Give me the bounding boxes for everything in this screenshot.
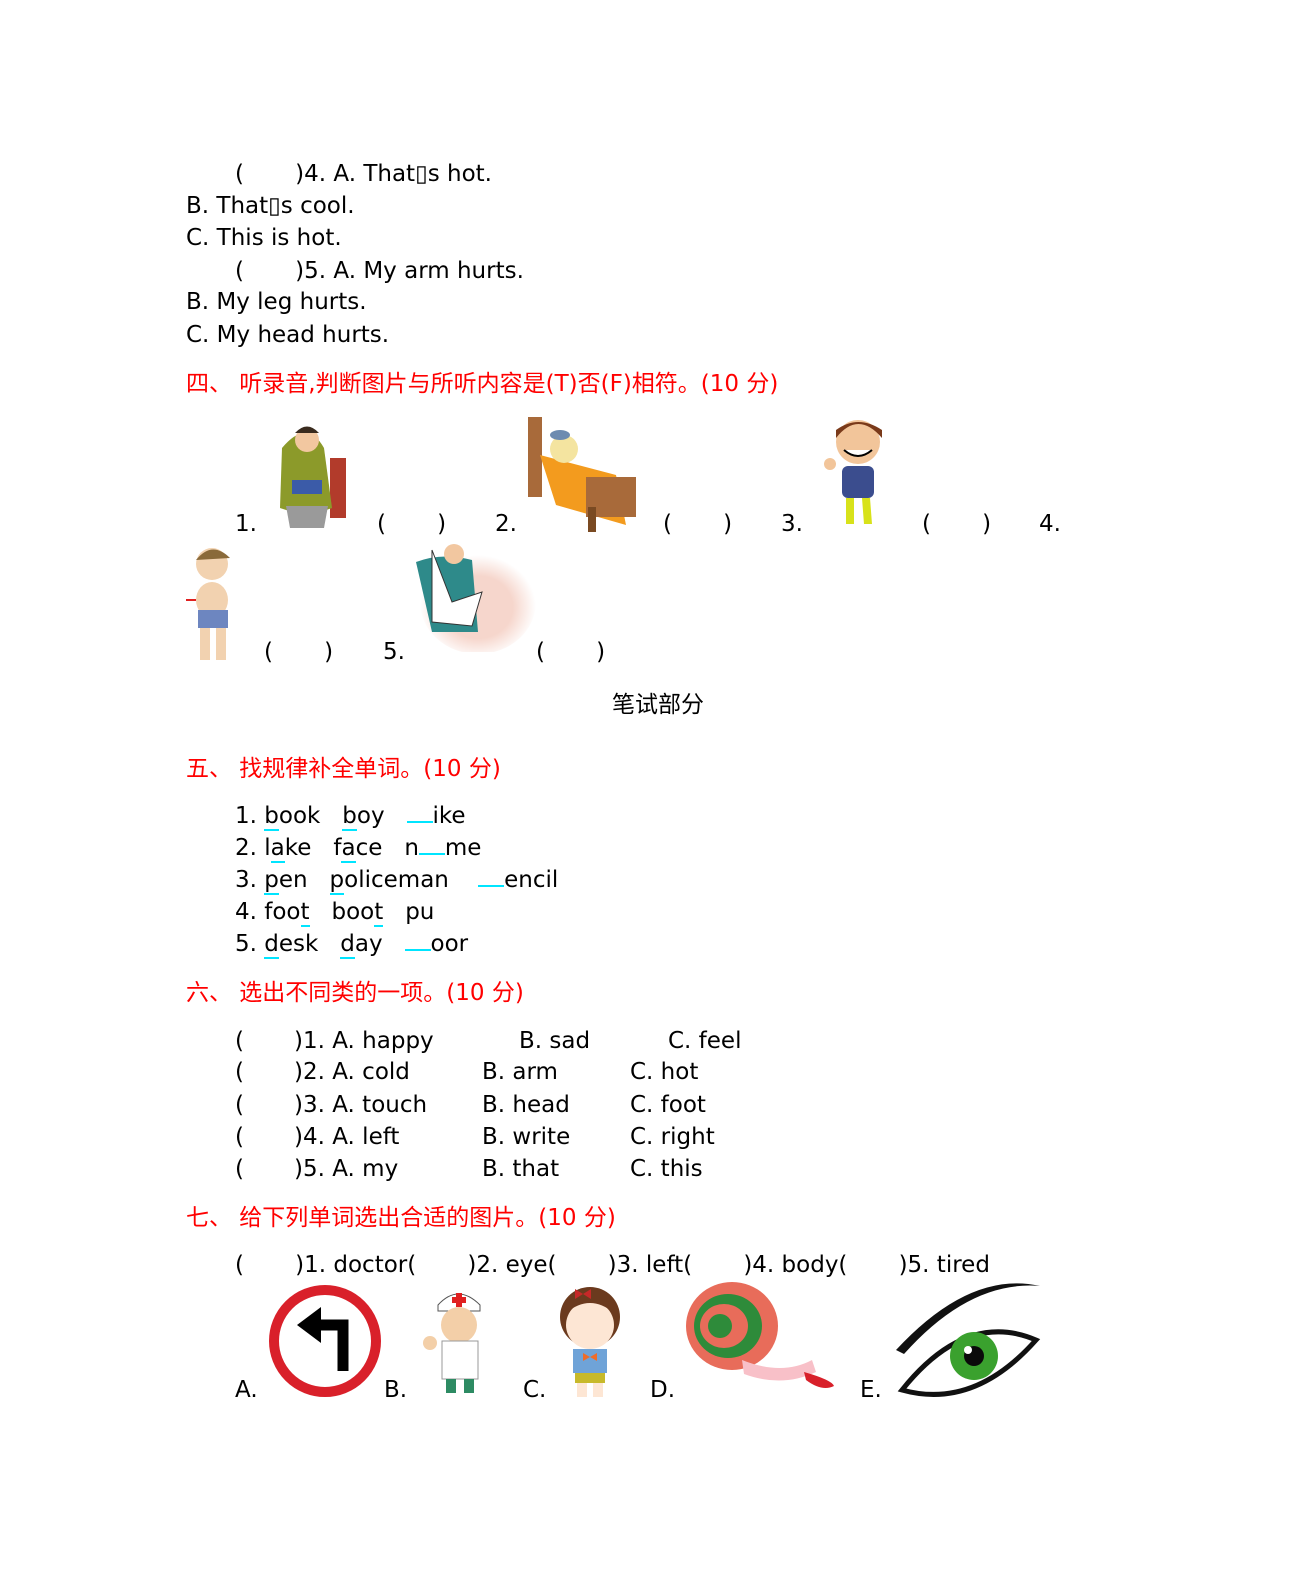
waving-boy-image	[824, 420, 882, 524]
section6-row1-b: B. sad	[519, 1028, 591, 1054]
section6-row3-c: C. foot	[630, 1092, 706, 1118]
stomachache-boy-image	[186, 548, 230, 660]
section6-row4-b: B. write	[482, 1124, 571, 1150]
snail-image	[686, 1282, 834, 1388]
section6-row2-a: )2. A. cold	[294, 1059, 410, 1085]
section6-row5-paren[interactable]: (	[235, 1156, 244, 1182]
section4-item3-number: 3.	[781, 511, 803, 537]
section6-row4-paren[interactable]: (	[235, 1124, 244, 1150]
section6-row2-b: B. arm	[482, 1059, 558, 1085]
q4-option-b: B. That▯s cool.	[186, 193, 355, 219]
section7-option-e-label: E.	[860, 1377, 882, 1403]
section5-row3: 3. pen policeman encil	[235, 867, 559, 893]
section4-item5-answer[interactable]: ( )	[536, 639, 606, 665]
cartoon-doctor-image	[423, 1293, 481, 1393]
section6-row2-c: C. hot	[630, 1059, 699, 1085]
section6-row4-c: C. right	[630, 1124, 715, 1150]
section6-row4-a: )4. A. left	[294, 1124, 400, 1150]
section6-row5-b: B. that	[482, 1156, 560, 1182]
written-part-heading: 笔试部分	[612, 692, 704, 718]
fill-blank-input[interactable]	[406, 803, 433, 823]
fill-blank-input[interactable]	[404, 931, 431, 951]
section6-row3-b: B. head	[482, 1092, 570, 1118]
section6-row1-paren[interactable]: (	[235, 1028, 244, 1054]
q4-line-a: ( )4. A. That▯s hot.	[235, 161, 492, 187]
section6-row1-c: C. feel	[668, 1028, 742, 1054]
section4-item1-number: 1.	[235, 511, 257, 537]
section6-title: 六、 选出不同类的一项。(10 分)	[186, 980, 524, 1006]
section4-item3-answer[interactable]: ( )	[922, 511, 992, 537]
q5-line-a: ( )5. A. My arm hurts.	[235, 258, 524, 284]
man-with-cold-image	[280, 426, 346, 528]
sick-in-bed-image	[528, 417, 636, 532]
section4-item1-answer[interactable]: ( )	[377, 511, 447, 537]
section4-title: 四、 听录音,判断图片与所听内容是(T)否(F)相符。(10 分)	[186, 371, 779, 397]
section5-row5: 5. desk day oor	[235, 931, 469, 957]
section6-row5-c: C. this	[630, 1156, 703, 1182]
q5-option-b: B. My leg hurts.	[186, 289, 367, 315]
section5-row1: 1. book boy ike	[235, 803, 466, 829]
section7-option-b-label: B.	[384, 1377, 408, 1403]
section7-option-d-label: D.	[650, 1377, 676, 1403]
section4-item5-number: 5.	[383, 639, 405, 665]
section4-item4-number: 4.	[1039, 511, 1061, 537]
section4-item2-number: 2.	[495, 511, 517, 537]
section7-option-a-label: A.	[235, 1377, 258, 1403]
q4-option-c: C. This is hot.	[186, 225, 342, 251]
section7-option-c-label: C.	[523, 1377, 547, 1403]
fill-blank-input[interactable]	[418, 835, 445, 855]
section4-item2-answer[interactable]: ( )	[663, 511, 733, 537]
fill-blank-input[interactable]	[478, 867, 505, 887]
section5-row4: 4. foot boot pu	[235, 899, 435, 925]
section4-item4-answer[interactable]: ( )	[264, 639, 334, 665]
arm-sling-image	[416, 544, 536, 652]
cartoon-girl-image	[560, 1287, 620, 1397]
section6-row1-a: )1. A. happy	[294, 1028, 434, 1054]
green-eye-image	[896, 1283, 1041, 1397]
section7-question-line: ( )1. doctor( )2. eye( )3. left( )4. bod…	[235, 1252, 990, 1278]
section7-title: 七、 给下列单词选出合适的图片。(10 分)	[186, 1205, 616, 1231]
section6-row2-paren[interactable]: (	[235, 1059, 244, 1085]
section5-title: 五、 找规律补全单词。(10 分)	[186, 756, 501, 782]
q5-option-c: C. My head hurts.	[186, 322, 390, 348]
section6-row3-a: )3. A. touch	[294, 1092, 428, 1118]
section6-row5-a: )5. A. my	[294, 1156, 399, 1182]
turn-left-sign-icon	[269, 1285, 381, 1397]
section6-row3-paren[interactable]: (	[235, 1092, 244, 1118]
